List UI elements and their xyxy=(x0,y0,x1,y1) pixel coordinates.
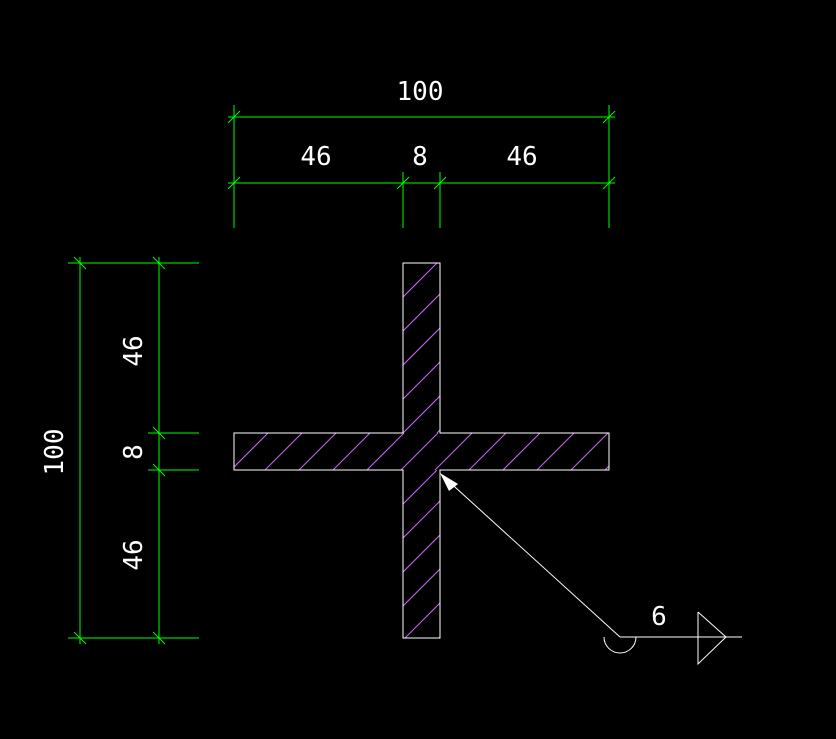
dim-total-width: 100 xyxy=(397,77,444,107)
top-dimensions: 100 46 8 46 xyxy=(227,77,616,228)
cross-section xyxy=(233,262,676,639)
hatch-line xyxy=(234,433,235,434)
weld-all-around-icon xyxy=(603,636,637,654)
tick xyxy=(152,631,166,645)
hatch-line xyxy=(403,293,440,332)
hatch-line xyxy=(403,263,404,264)
hatch-line xyxy=(332,433,371,470)
hatch-line xyxy=(403,361,440,400)
tick xyxy=(227,110,241,124)
dim-bottom-web: 46 xyxy=(119,539,149,570)
hatch-web-top xyxy=(403,263,641,433)
tick xyxy=(152,256,166,270)
tick xyxy=(73,631,87,645)
hatch-line xyxy=(639,433,676,470)
tick xyxy=(602,176,616,190)
tick xyxy=(227,176,241,190)
weld-symbol: 6 xyxy=(440,473,742,666)
tick xyxy=(602,110,616,124)
hatch-line xyxy=(403,500,440,539)
hatch-line xyxy=(570,433,609,470)
hatch-line xyxy=(468,433,507,470)
dim-flange-thickness: 8 xyxy=(119,444,149,460)
hatch-line xyxy=(366,433,405,470)
tick xyxy=(396,176,410,190)
hatch-web-bottom xyxy=(403,470,641,638)
fillet-weld-icon xyxy=(697,611,727,666)
hatch-line xyxy=(403,395,440,433)
hatch-line xyxy=(403,568,440,607)
dim-right-flange: 46 xyxy=(506,142,537,172)
tick xyxy=(73,256,87,270)
dim-top-web: 46 xyxy=(119,335,149,366)
hatch-line xyxy=(264,433,303,470)
hatch-line xyxy=(403,327,440,366)
hatch-line xyxy=(604,465,609,470)
dim-web-thickness: 8 xyxy=(412,142,428,172)
hatch-line xyxy=(403,263,438,298)
hatch-line xyxy=(234,433,269,468)
hatch-flange xyxy=(234,433,676,470)
tick xyxy=(152,426,166,440)
dim-left-flange: 46 xyxy=(300,142,331,172)
tick xyxy=(152,463,166,477)
hatch-line xyxy=(403,534,440,573)
hatch-line xyxy=(536,433,575,470)
hatch-line xyxy=(434,433,473,470)
hatch-line xyxy=(400,433,439,470)
dim-total-height: 100 xyxy=(40,429,70,476)
hatch-line xyxy=(404,602,440,638)
left-dimensions: 100 46 8 46 xyxy=(40,256,199,645)
cross-section-outline xyxy=(233,262,610,639)
hatch-line xyxy=(436,429,440,433)
hatch-line xyxy=(502,433,541,470)
leader-line xyxy=(444,477,621,638)
weld-size: 6 xyxy=(651,602,667,632)
hatch-line xyxy=(473,470,641,638)
tick xyxy=(433,176,447,190)
hatch-line xyxy=(403,470,404,471)
arrowhead xyxy=(440,473,458,491)
hatch-line xyxy=(403,470,438,505)
hatch-line xyxy=(471,263,641,433)
hatch-line xyxy=(298,433,337,470)
